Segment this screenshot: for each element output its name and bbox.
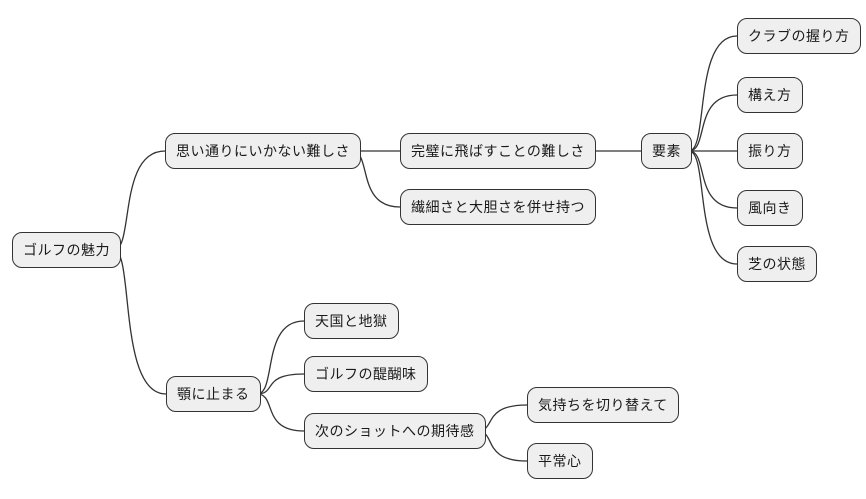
- edge-root-to-difficulty: [113, 150, 166, 251]
- node-perfect-shot: 完璧に飛ばすことの難しさ: [400, 133, 596, 169]
- node-calm-mind: 平常心: [527, 443, 593, 479]
- node-golf-appeal: ゴルフの魅力: [12, 232, 121, 268]
- edge-root-to-lip: [113, 249, 167, 395]
- node-heaven-hell: 天国と地獄: [304, 303, 399, 339]
- node-stop-at-lip: 顎に止まる: [166, 376, 261, 412]
- node-delicate-bold: 繊細さと大胆さを併せ持つ: [400, 189, 596, 225]
- node-stance: 構え方: [737, 77, 803, 113]
- node-difficulty: 思い通りにいかない難しさ: [165, 133, 361, 169]
- node-wind-direction: 風向き: [737, 190, 803, 226]
- node-next-shot-hope: 次のショットへの期待感: [304, 413, 486, 449]
- node-elements: 要素: [641, 133, 692, 169]
- node-switch-feelings: 気持ちを切り替えて: [527, 387, 679, 423]
- node-club-grip: クラブの握り方: [737, 18, 861, 54]
- edge-elements-to-turf: [688, 150, 738, 265]
- node-golf-essence: ゴルフの醍醐味: [304, 356, 428, 392]
- edge-lip-to-nextshot: [256, 393, 305, 432]
- node-swing: 振り方: [737, 133, 803, 169]
- edge-lip-to-essence: [256, 373, 305, 395]
- node-turf-condition: 芝の状態: [737, 246, 817, 282]
- edge-elements-to-grip: [688, 35, 738, 152]
- edge-lip-to-heaven: [256, 320, 305, 395]
- edge-elements-to-wind: [688, 150, 738, 209]
- edge-elements-to-stance: [688, 94, 738, 152]
